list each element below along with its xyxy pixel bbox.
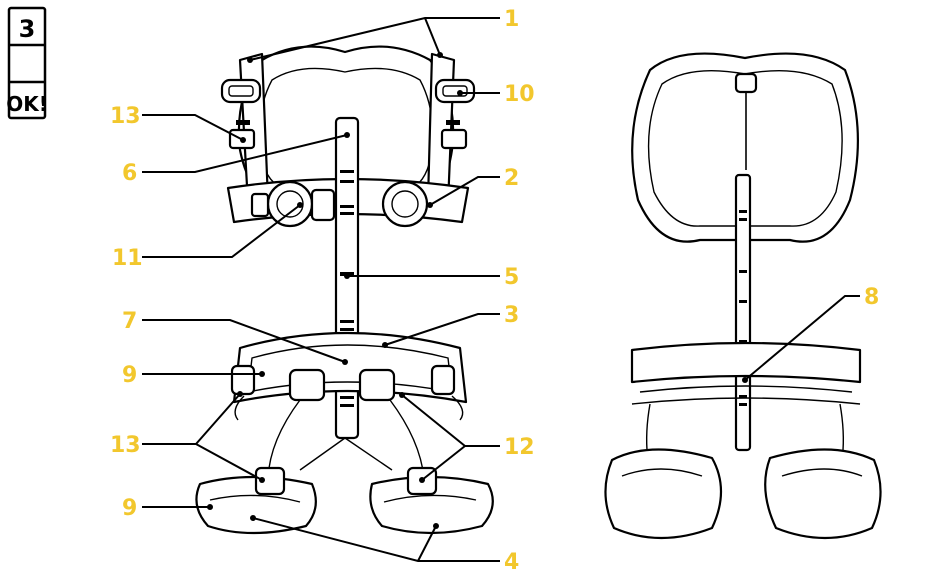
left-chest-ring (268, 182, 312, 226)
rear-harness (605, 54, 880, 538)
badge-number: 3 (19, 15, 36, 43)
callout-6: 6 (122, 161, 137, 186)
callout-11: 11 (112, 246, 143, 271)
waist-belt (234, 333, 466, 402)
right-shoulder-buckle (436, 80, 474, 102)
callout-4: 4 (504, 550, 519, 575)
right-chest-ring (383, 182, 427, 226)
badge-ok: OK! (6, 92, 48, 116)
chest-buckle (312, 190, 334, 220)
left-waist-buckle (290, 370, 324, 400)
callout-3: 3 (504, 303, 519, 328)
rear-waist-belt (632, 343, 860, 382)
callout-13-upper: 13 (110, 104, 141, 129)
callout-8: 8 (864, 285, 879, 310)
rear-vertical-strap (736, 175, 750, 450)
right-waist-buckle (360, 370, 394, 400)
ok-badge: 3 OK! (6, 8, 48, 118)
rear-logo-patch (736, 74, 756, 92)
callout-13-lower: 13 (110, 433, 141, 458)
rear-right-leg-loop (765, 449, 880, 538)
left-shoulder-buckle (222, 80, 260, 102)
callout-7: 7 (122, 309, 137, 334)
callout-5: 5 (504, 265, 519, 290)
callout-2: 2 (504, 166, 519, 191)
callout-12: 12 (504, 435, 535, 460)
callout-1: 1 (504, 7, 519, 32)
callout-9-upper: 9 (122, 363, 137, 388)
callout-10: 10 (504, 82, 535, 107)
callout-9-lower: 9 (122, 496, 137, 521)
rear-left-leg-loop (605, 449, 721, 538)
